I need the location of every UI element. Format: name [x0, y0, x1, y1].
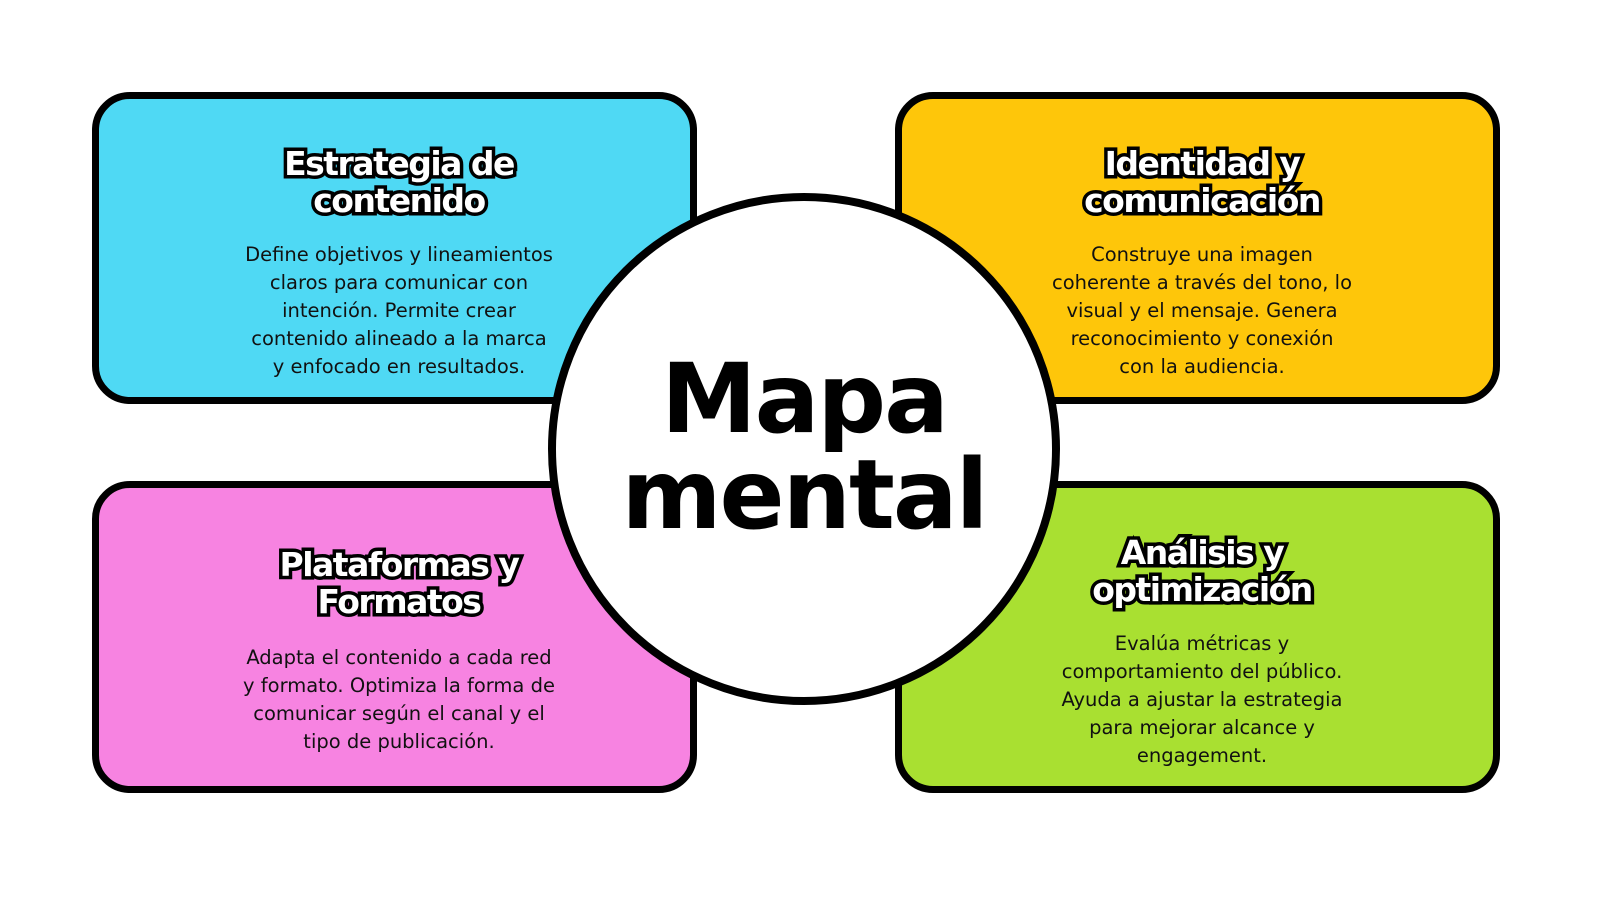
center-circle: Mapa mental: [548, 193, 1060, 705]
card-content: Estrategia de contenido Define objetivos…: [234, 142, 564, 381]
card-description-line: con la audiencia.: [1119, 355, 1285, 378]
card-description-line: Construye una imagen: [1091, 243, 1313, 266]
card-description-line: reconocimiento y conexión: [1070, 327, 1334, 350]
card-description: Define objetivos y lineamientos claros p…: [234, 241, 564, 381]
card-description-line: Evalúa métricas y: [1114, 632, 1290, 655]
card-description: Adapta el contenido a cada red y formato…: [234, 644, 564, 756]
card-estrategia-de-contenido: Estrategia de contenido Define objetivos…: [92, 92, 697, 404]
card-title-line: contenido: [310, 179, 490, 223]
card-description-line: tipo de publicación.: [303, 730, 495, 753]
card-title-line: Análisis y: [1117, 531, 1288, 575]
center-title: Mapa mental: [621, 343, 988, 551]
card-description-line: comportamiento del público.: [1061, 660, 1343, 683]
card-content: Plataformas y Formatos Adapta el conteni…: [234, 543, 564, 756]
card-description-line: Define objetivos y lineamientos: [245, 243, 553, 266]
card-content: Análisis y optimización Evalúa métricas …: [1037, 531, 1367, 770]
card-title-line: Identidad y: [1101, 142, 1304, 186]
card-description-line: engagement.: [1136, 744, 1268, 767]
center-title-line: Mapa: [661, 343, 949, 455]
card-title: Estrategia de contenido: [234, 142, 564, 223]
card-description-line: intención. Permite crear: [282, 299, 516, 322]
card-description-line: comunicar según el canal y el: [253, 702, 545, 725]
card-description: Construye una imagen coherente a través …: [1037, 241, 1367, 381]
card-title-line: Estrategia de: [281, 142, 519, 186]
card-description-line: claros para comunicar con: [269, 271, 529, 294]
card-description-line: y formato. Optimiza la forma de: [243, 674, 555, 697]
card-title-line: Formatos: [314, 580, 485, 624]
card-title-line: optimización: [1089, 568, 1317, 612]
card-description-line: coherente a través del tono, lo: [1051, 271, 1353, 294]
card-description-line: Ayuda a ajustar la estrategia: [1061, 688, 1343, 711]
card-content: Identidad y comunicación Construye una i…: [1037, 142, 1367, 381]
card-title-line: comunicación: [1081, 179, 1325, 223]
card-description-line: contenido alineado a la marca: [251, 327, 547, 350]
card-title: Identidad y comunicación: [1037, 142, 1367, 223]
card-description-line: visual y el mensaje. Genera: [1066, 299, 1338, 322]
card-title: Plataformas y Formatos: [234, 543, 564, 624]
card-title-line: Plataformas y: [276, 543, 523, 587]
card-title: Análisis y optimización: [1037, 531, 1367, 612]
card-description-line: para mejorar alcance y: [1089, 716, 1315, 739]
card-description-line: y enfocado en resultados.: [272, 355, 526, 378]
center-title-line: mental: [621, 439, 988, 551]
card-description: Evalúa métricas y comportamiento del púb…: [1037, 630, 1367, 770]
card-description-line: Adapta el contenido a cada red: [246, 646, 552, 669]
